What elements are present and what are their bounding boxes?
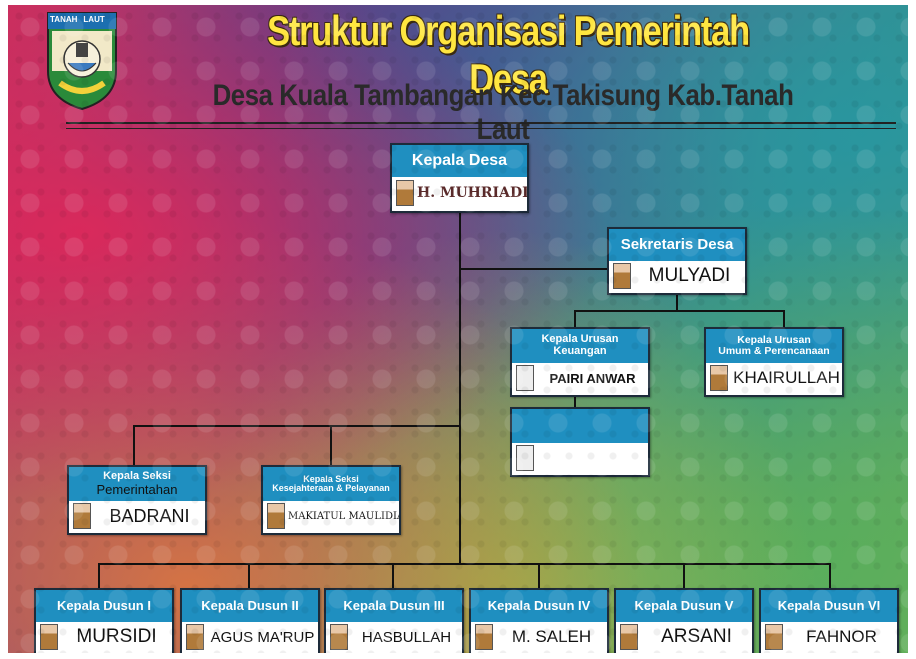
portrait-photo	[516, 445, 534, 471]
kasi-pemerintahan-card: Kepala Seksi Pemerintahan BADRANI	[67, 465, 207, 535]
portrait-photo	[40, 624, 58, 650]
connector-line	[574, 310, 576, 328]
kepala-dusun-title: Kepala Dusun VI	[761, 590, 897, 622]
logo-label-right: LAUT	[83, 15, 105, 24]
vacant-title	[512, 409, 648, 443]
connector-line	[133, 425, 461, 427]
kepala-dusun-3-card: Kepala Dusun III HASBULLAH	[324, 588, 464, 653]
kepala-dusun-2-card: Kepala Dusun II AGUS MA'RUP	[180, 588, 320, 653]
kasi-pemerintahan-title-line1: Kepala Seksi	[103, 470, 171, 483]
kepala-dusun-name: MURSIDI	[76, 626, 157, 647]
kepala-dusun-name: AGUS MA'RUP	[210, 628, 315, 646]
portrait-photo	[710, 365, 728, 391]
kasi-kesejahteraan-name: MAKIATUL MAULIDIAH	[288, 510, 399, 522]
logo-label-left: TANAH	[50, 15, 78, 24]
divider	[66, 128, 896, 129]
kaur-umum-title-line1: Kepala Urusan	[737, 333, 811, 346]
kepala-dusun-name: ARSANI	[661, 626, 732, 647]
kepala-dusun-name: HASBULLAH	[361, 628, 452, 646]
kepala-dusun-1-card: Kepala Dusun I MURSIDI	[34, 588, 174, 653]
kasi-kesejahteraan-title-line1: Kepala Seksi	[303, 473, 359, 484]
connector-line	[330, 425, 332, 465]
org-chart-board: TANAH LAUT Struktur Organisasi Pemerinta…	[8, 5, 908, 653]
connector-line	[459, 209, 461, 565]
kaur-umum-title-line2: Umum & Perencanaan	[718, 345, 830, 357]
kepala-dusun-6-card: Kepala Dusun VI FAHNOR	[759, 588, 899, 653]
kasi-pemerintahan-title-line2: Pemerintahan	[96, 481, 178, 497]
kepala-dusun-title: Kepala Dusun IV	[471, 590, 607, 622]
portrait-photo	[330, 624, 348, 650]
kaur-keuangan-card: Kepala Urusan Keuangan PAIRI ANWAR	[510, 327, 650, 397]
portrait-photo	[267, 503, 285, 529]
kaur-umum-name: KHAIRULLAH	[733, 368, 840, 387]
sekretaris-title: Sekretaris Desa	[609, 229, 745, 261]
page-title: Struktur Organisasi Pemerintah Desa	[267, 7, 750, 102]
connector-line	[98, 563, 830, 565]
kaur-umum-card: Kepala Urusan Umum & Perencanaan KHAIRUL…	[704, 327, 844, 397]
connector-line	[783, 310, 785, 328]
portrait-photo	[475, 624, 493, 650]
connector-line	[829, 563, 831, 588]
kasi-kesejahteraan-card: Kepala Seksi Kesejahteraan & Pelayanan M…	[261, 465, 401, 535]
kepala-dusun-title: Kepala Dusun III	[326, 590, 462, 622]
connector-line	[683, 563, 685, 588]
connector-line	[538, 563, 540, 588]
sekretaris-name: MULYADI	[648, 265, 731, 286]
kepala-dusun-5-card: Kepala Dusun V ARSANI	[614, 588, 754, 653]
kepala-dusun-4-card: Kepala Dusun IV M. SALEH	[469, 588, 609, 653]
connector-line	[459, 268, 677, 270]
connector-line	[574, 310, 784, 312]
page-subtitle: Desa Kuala Tambangan Kec.Takisung Kab.Ta…	[212, 79, 794, 146]
kaur-keuangan-name: PAIRI ANWAR	[549, 370, 636, 386]
kasi-kesejahteraan-title-line2: Kesejahteraan & Pelayanan	[272, 483, 390, 493]
portrait-photo	[765, 624, 783, 650]
kaur-keuangan-title-line1: Kepala Urusan	[541, 333, 619, 346]
divider	[66, 122, 896, 124]
connector-line	[392, 563, 394, 588]
kepala-desa-name: H. MUHRIADI	[417, 185, 527, 201]
portrait-photo	[613, 263, 631, 289]
portrait-photo	[620, 624, 638, 650]
kepala-dusun-title: Kepala Dusun V	[616, 590, 752, 622]
portrait-photo	[73, 503, 91, 529]
connector-line	[574, 393, 576, 408]
vacant-position-card	[510, 407, 650, 477]
kepala-desa-card: Kepala Desa H. MUHRIADI	[390, 143, 529, 213]
connector-line	[248, 563, 250, 588]
kepala-dusun-name: FAHNOR	[806, 627, 877, 646]
kasi-pemerintahan-name: BADRANI	[109, 505, 190, 526]
kepala-desa-title: Kepala Desa	[392, 145, 527, 177]
connector-line	[676, 291, 678, 311]
kepala-dusun-name: M. SALEH	[511, 627, 592, 646]
connector-line	[133, 425, 135, 465]
portrait-photo	[396, 180, 414, 206]
kepala-dusun-title: Kepala Dusun II	[182, 590, 318, 622]
tanah-laut-logo	[47, 12, 117, 111]
portrait-photo	[516, 365, 534, 391]
kaur-keuangan-title-line2: Keuangan	[553, 345, 607, 357]
kepala-dusun-title: Kepala Dusun I	[36, 590, 172, 622]
sekretaris-desa-card: Sekretaris Desa MULYADI	[607, 227, 747, 295]
connector-line	[98, 563, 100, 588]
portrait-photo	[186, 624, 204, 650]
